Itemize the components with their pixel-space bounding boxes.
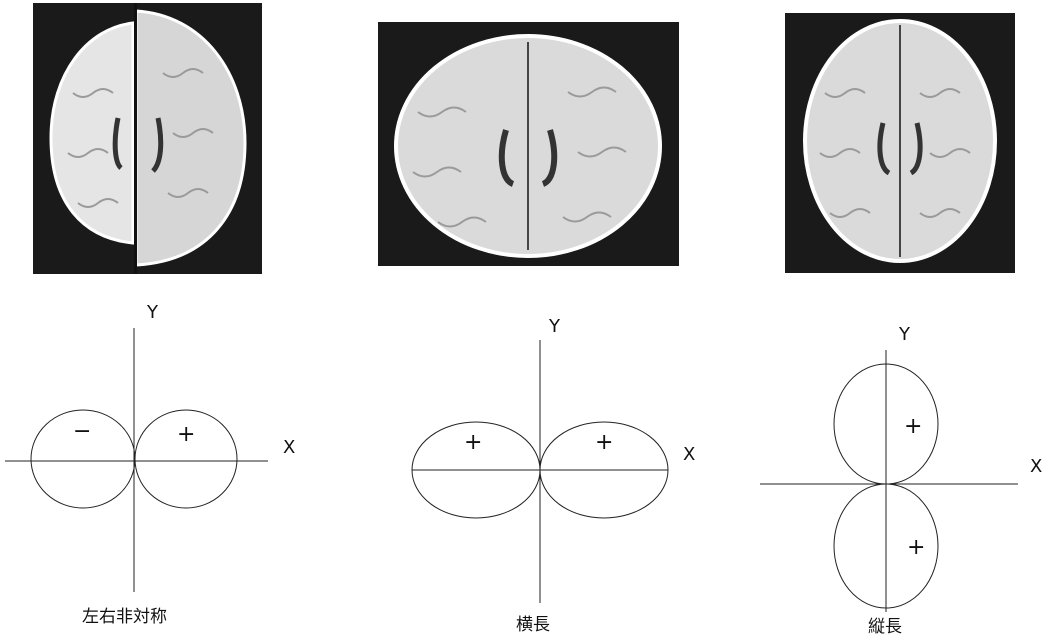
bottom-sign: + [907,535,925,560]
right-sign: + [177,422,195,447]
brain-mri-asymmetric [33,3,262,274]
y-axis-label: Y [898,324,911,345]
diagram-wide: Y X + + [400,308,720,608]
x-axis-label: X [683,444,695,465]
y-axis-label: Y [548,316,561,337]
brain-mri-tall-drawing [785,13,1015,273]
diagram-asymmetric: Y X − + [0,296,320,606]
caption-wide: 横長 [516,610,550,635]
brain-mri-wide-drawing [378,22,679,266]
y-axis-label: Y [146,302,159,323]
right-sign: + [595,430,613,455]
caption-tall: 縦長 [868,612,902,637]
x-axis-label: X [1030,456,1042,477]
brain-mri-tall [785,13,1015,273]
left-sign: − [73,419,91,444]
top-sign: + [904,414,922,439]
brain-mri-wide [378,22,679,266]
brain-mri-asymmetric-drawing [33,3,262,274]
left-sign: + [464,430,482,455]
caption-asymmetric: 左右非対称 [82,602,167,627]
diagram-tall: Y X + + [750,310,1047,620]
x-axis-label: X [283,437,295,458]
